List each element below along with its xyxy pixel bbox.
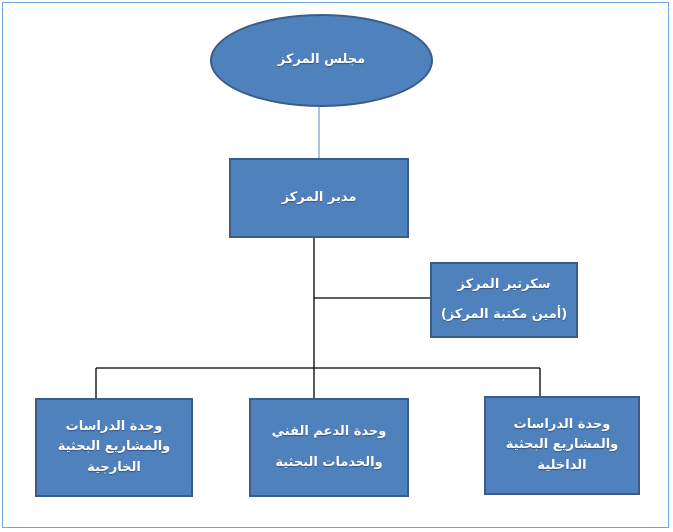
external-studies-unit-node: وحدة الدراسات والمشاريع البحثية الخارجية — [35, 398, 193, 497]
secretary-title: سكرتير المركز — [457, 276, 551, 292]
support-unit-line2: والخدمات البحثية — [275, 454, 383, 470]
center-director-node: مدير المركز — [229, 158, 409, 238]
internal-unit-line1: وحدة الدراسات — [513, 417, 611, 433]
center-council-label: مجلس المركز — [277, 52, 366, 68]
external-unit-line1: وحدة الدراسات — [65, 419, 163, 435]
internal-unit-line3: الداخلية — [537, 457, 587, 473]
center-director-label: مدير المركز — [281, 189, 357, 205]
technical-support-unit-node: وحدة الدعم الفني والخدمات البحثية — [249, 398, 409, 497]
support-unit-line1: وحدة الدعم الفني — [271, 424, 387, 440]
secretary-subtitle: (أمين مكتبة المركز) — [440, 307, 568, 322]
external-unit-line2: والمشاريع البحثية — [57, 439, 171, 455]
center-secretary-node: سكرتير المركز (أمين مكتبة المركز) — [430, 262, 578, 338]
external-unit-line3: الخارجية — [87, 459, 141, 475]
diagram-frame — [2, 2, 669, 528]
internal-unit-line2: والمشاريع البحثية — [505, 437, 619, 453]
internal-studies-unit-node: وحدة الدراسات والمشاريع البحثية الداخلية — [484, 396, 640, 495]
center-council-node: مجلس المركز — [210, 14, 433, 107]
